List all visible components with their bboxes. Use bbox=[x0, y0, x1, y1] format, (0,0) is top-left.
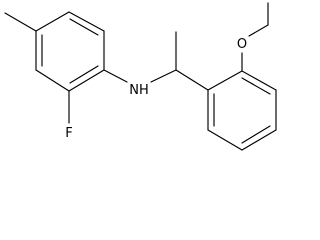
methyl-bond bbox=[4, 12, 37, 32]
bond bbox=[68, 11, 105, 32]
bond bbox=[207, 70, 243, 91]
double-bond-inner bbox=[69, 18, 99, 36]
bond bbox=[35, 69, 70, 92]
ring-to-nitrogen-bond bbox=[103, 69, 128, 83]
ch-to-ring-bond bbox=[175, 69, 209, 91]
bond bbox=[68, 69, 105, 92]
amine-nh-label: NH bbox=[129, 83, 149, 98]
fluorine-atom-label: F bbox=[65, 126, 72, 141]
bond bbox=[35, 11, 70, 32]
right-benzene-ring bbox=[207, 70, 277, 151]
bond bbox=[241, 129, 277, 151]
double-bond-inner bbox=[241, 125, 271, 144]
double-bond-inner bbox=[241, 77, 271, 95]
left-benzene-ring bbox=[35, 11, 105, 92]
bond bbox=[207, 129, 243, 151]
oxygen-to-ch2-bond bbox=[248, 24, 269, 37]
molecule-structure-diagram: F NH O bbox=[4, 2, 277, 151]
double-bond-inner bbox=[69, 65, 99, 84]
nitrogen-to-ch-bond bbox=[150, 69, 177, 83]
bond bbox=[241, 70, 277, 91]
oxygen-atom-label: O bbox=[237, 37, 247, 52]
